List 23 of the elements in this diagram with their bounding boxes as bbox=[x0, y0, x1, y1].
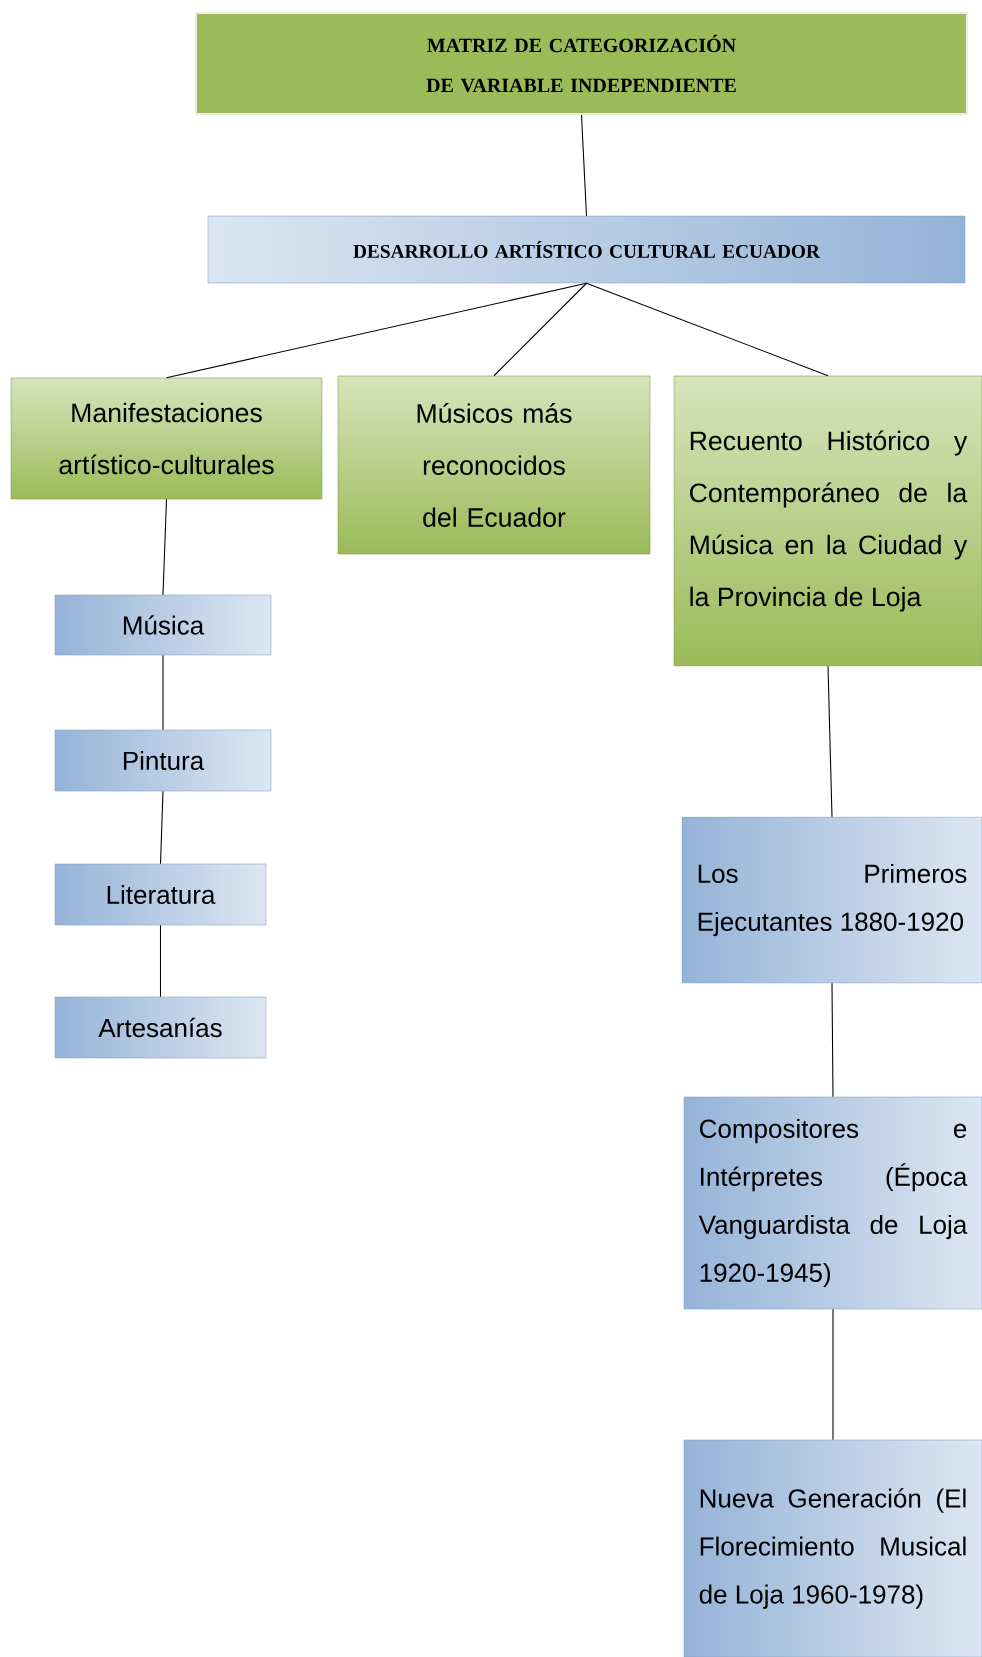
connector-line bbox=[165, 282, 588, 379]
item-box: Literatura bbox=[54, 863, 267, 926]
category-box: Músicos más reconocidos del Ecuador bbox=[337, 375, 651, 555]
connector-line bbox=[580, 114, 588, 217]
item-box: Pintura bbox=[54, 729, 272, 792]
item-box: Compositores e Intérpretes (Época Vanguardista de Loja 1920-1945) bbox=[683, 1096, 982, 1310]
connector-line bbox=[162, 654, 164, 731]
item-box: Nueva Generación (El Florecimiento Musical de Loja 1960-1978) bbox=[683, 1439, 982, 1657]
connector-line bbox=[159, 790, 164, 865]
item-box: Artesanías bbox=[54, 996, 267, 1059]
item-box: Música bbox=[54, 594, 272, 656]
connector-line bbox=[585, 282, 829, 377]
category-box: Manifestaciones artístico-culturales bbox=[10, 377, 323, 500]
connector-line bbox=[832, 1308, 834, 1441]
category-box: DESARROLLO ARTÍSTICO CULTURAL ECUADOR bbox=[207, 215, 966, 284]
category-box: Recuento Histórico y Contemporáneo de la Música en la Ciudad y la Provincia de Loja bbox=[673, 375, 982, 667]
connector-line bbox=[493, 282, 588, 377]
connector-line bbox=[159, 924, 162, 998]
connector-line bbox=[827, 665, 833, 818]
connector-line bbox=[162, 498, 168, 596]
title-box: MATRIZ DE CATEGORIZACIÓN DE VARIABLE INDEPENDIENTE bbox=[195, 12, 968, 116]
connector-line bbox=[831, 982, 834, 1098]
item-box: Los Primeros Ejecutantes 1880-1920 bbox=[681, 816, 982, 984]
